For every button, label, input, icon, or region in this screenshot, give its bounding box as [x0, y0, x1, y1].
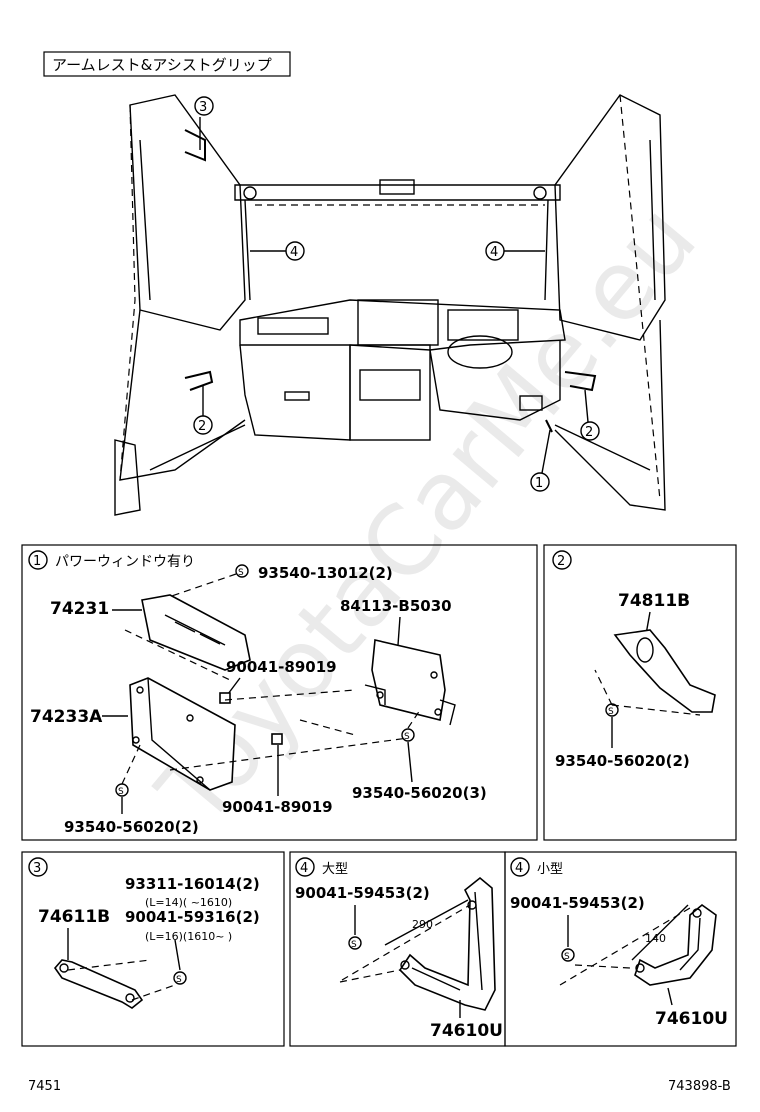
note-l16: (L=16)(1610~ ): [145, 930, 232, 943]
svg-text:S: S: [404, 732, 410, 742]
footer-page-number: 7451: [28, 1079, 61, 1094]
part-74611B: 74611B: [38, 907, 110, 927]
callout-3: 3: [199, 100, 207, 115]
note-l14: (L=14)( ~1610): [145, 896, 232, 909]
panel-4a-heading: 大型: [322, 862, 348, 877]
callout-2-right: 2: [585, 425, 593, 440]
panel-4b-heading: 小型: [537, 862, 563, 877]
callout-4-left: 4: [290, 245, 298, 260]
overview-callouts: 3 4 4 2 2 1: [193, 96, 600, 492]
part-74811B: 74811B: [618, 591, 690, 611]
part-93540-56020-2b: 93540-56020(2): [555, 752, 690, 770]
part-74610U-small: 74610U: [655, 1009, 728, 1029]
part-93540-13012: 93540-13012(2): [258, 564, 393, 582]
part-90041-89019-lower: 90041-89019: [222, 798, 333, 816]
svg-text:S: S: [608, 707, 614, 717]
part-93540-56020-2: 93540-56020(2): [64, 818, 199, 836]
svg-text:S: S: [238, 568, 244, 578]
svg-text:S: S: [176, 975, 182, 985]
part-90041-59453-small: 90041-59453(2): [510, 894, 645, 912]
svg-text:S: S: [351, 940, 357, 950]
part-90041-89019-upper: 90041-89019: [226, 658, 337, 676]
part-74233A: 74233A: [30, 707, 103, 727]
panel-2: 2 74811B S 93540-56020(2): [543, 544, 737, 841]
callout-1: 1: [535, 476, 543, 491]
cab-interior-drawing: [114, 94, 666, 516]
panel-4b-num: 4: [515, 861, 523, 876]
dim-140: 140: [645, 932, 666, 945]
diagram-title: アームレスト&アシストグリップ: [52, 56, 272, 74]
panel-1-num: 1: [33, 554, 41, 569]
title-box: [43, 51, 291, 77]
callout-2-left: 2: [198, 419, 206, 434]
panel-4a-num: 4: [300, 861, 308, 876]
part-84113-B5030: 84113-B5030: [340, 597, 452, 615]
panel-4-large: 4 大型 90041-59453(2) S 290 74610U: [289, 851, 506, 1047]
svg-text:S: S: [564, 952, 570, 962]
panel-3-num: 3: [33, 861, 41, 876]
part-90041-59316: 90041-59316(2): [125, 908, 260, 926]
svg-text:S: S: [118, 787, 124, 797]
part-93540-56020-3: 93540-56020(3): [352, 784, 487, 802]
callout-4-right: 4: [490, 245, 498, 260]
panel-1-heading: パワーウィンドウ有り: [55, 554, 195, 570]
part-90041-59453-large: 90041-59453(2): [295, 884, 430, 902]
part-93311-16014: 93311-16014(2): [125, 875, 260, 893]
panel-4-small: 4 小型 90041-59453(2) S 140 74610U: [504, 851, 737, 1047]
footer-drawing-code: 743898-B: [668, 1079, 731, 1094]
part-74231: 74231: [50, 599, 109, 619]
panel-2-num: 2: [557, 554, 565, 569]
part-74610U-large: 74610U: [430, 1021, 503, 1041]
panel-3: 3 93311-16014(2) (L=14)( ~1610) 74611B 9…: [21, 851, 285, 1047]
panel-1: 1 パワーウィンドウ有り S 93540-13012(2) 74231 8411…: [21, 544, 538, 841]
